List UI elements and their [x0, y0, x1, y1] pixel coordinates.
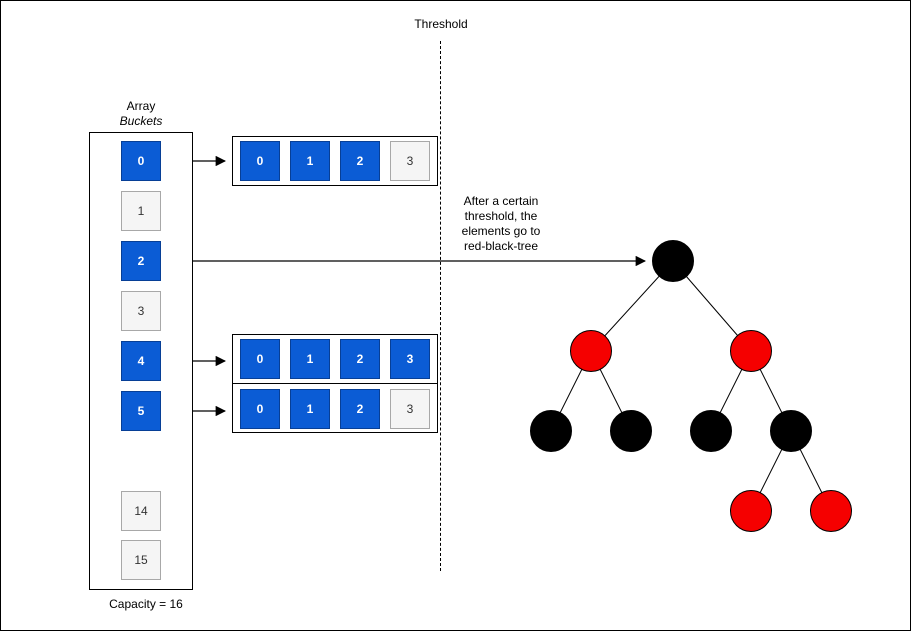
chain4-cell-2: 2 [340, 339, 380, 379]
chain0-cell-2: 2 [340, 141, 380, 181]
tree-node-right-right-left [730, 490, 772, 532]
chain5-cell-1: 1 [290, 389, 330, 429]
chain0-cell-0: 0 [240, 141, 280, 181]
array-subtitle: Buckets [119, 114, 163, 128]
chain0-cell-3: 3 [390, 141, 430, 181]
bucket-cell-15: 15 [121, 540, 161, 580]
bucket-cell-1: 1 [121, 191, 161, 231]
capacity-label: Capacity = 16 [109, 597, 183, 611]
tree-node-right-right-right [810, 490, 852, 532]
tree-node-right-right [770, 410, 812, 452]
bucket-cell-2: 2 [121, 241, 161, 281]
chain5-cell-0: 0 [240, 389, 280, 429]
bucket-cell-0: 0 [121, 141, 161, 181]
chain5-cell-2: 2 [340, 389, 380, 429]
chain4-cell-3: 3 [390, 339, 430, 379]
array-title: Array [126, 99, 156, 113]
threshold-annotation: After a certain threshold, the elements … [461, 194, 541, 253]
threshold-dashed-line [440, 41, 441, 571]
tree-node-right-left [690, 410, 732, 452]
chain5-cell-3: 3 [390, 389, 430, 429]
tree-node-right [730, 330, 772, 372]
bucket-cell-4: 4 [121, 341, 161, 381]
bucket-cell-5: 5 [121, 391, 161, 431]
chain4-cell-0: 0 [240, 339, 280, 379]
bucket-cell-3: 3 [121, 291, 161, 331]
bucket-cell-14: 14 [121, 491, 161, 531]
chain4-cell-1: 1 [290, 339, 330, 379]
threshold-label: Threshold [414, 17, 468, 31]
tree-node-left [570, 330, 612, 372]
tree-node-left-right [610, 410, 652, 452]
chain0-cell-1: 1 [290, 141, 330, 181]
tree-node-root [652, 240, 694, 282]
tree-node-left-left [530, 410, 572, 452]
